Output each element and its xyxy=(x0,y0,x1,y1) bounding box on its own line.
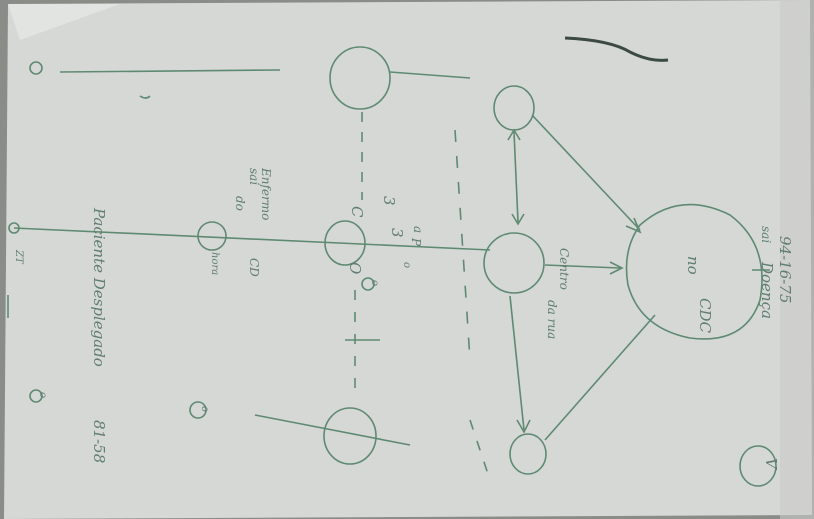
label-paciente-num: 81-58 xyxy=(90,420,108,463)
mark-o: O xyxy=(346,262,364,274)
mark-dot: o xyxy=(401,262,412,268)
label-central-2: da rua xyxy=(545,300,559,339)
label-doenca: Doença xyxy=(758,261,776,319)
label-central-1: Centro xyxy=(557,248,571,290)
label-left-3: do xyxy=(233,196,247,211)
mark-3a: 3 xyxy=(380,196,398,206)
mark-c: C xyxy=(348,206,366,218)
mark-p: P xyxy=(409,237,423,247)
label-left-5: hora xyxy=(209,252,220,275)
label-paciente: Paciente Desplegado xyxy=(90,207,108,367)
label-date-prefix: sai xyxy=(759,226,773,243)
mark-left: ZT xyxy=(13,249,24,265)
mark-o2: o xyxy=(369,280,380,286)
mark-o3: o xyxy=(37,392,48,398)
label-left-2: sai xyxy=(247,168,261,185)
label-no: no xyxy=(684,256,702,275)
mark-3b: 3 xyxy=(388,228,406,238)
label-date: 94-16-75 xyxy=(776,236,794,303)
mark-a: a xyxy=(411,226,425,233)
label-cdc: CDC xyxy=(696,298,714,334)
mark-o4: o xyxy=(199,406,210,412)
label-left-4: CD xyxy=(247,258,261,277)
